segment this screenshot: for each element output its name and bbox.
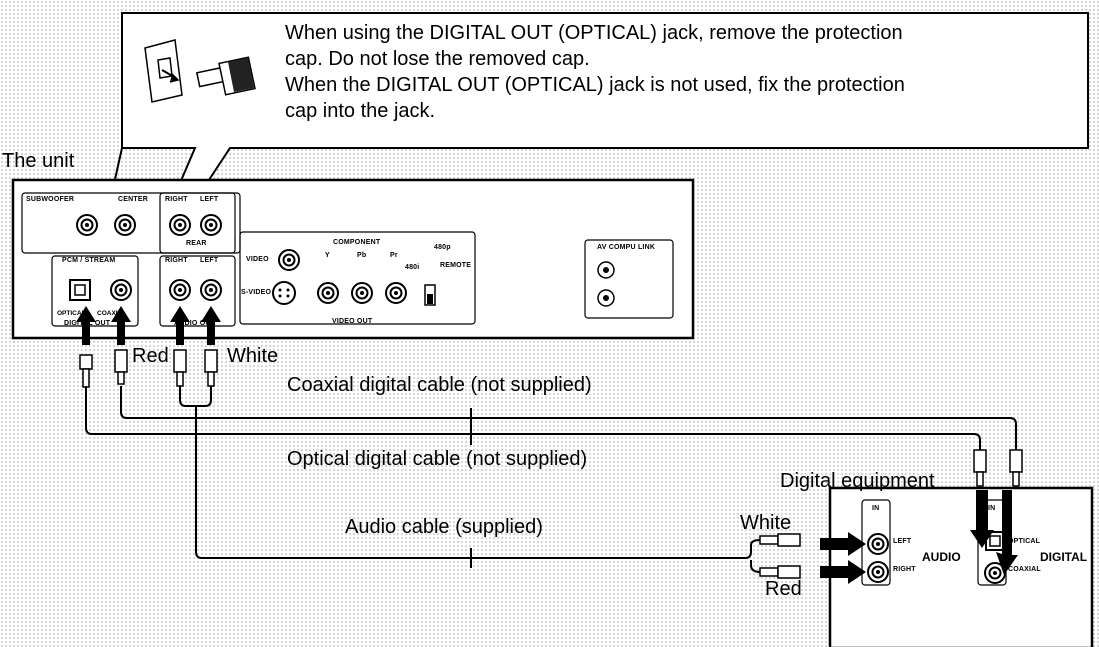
- equipment-connection-arrows: [820, 490, 1018, 584]
- protection-cap-illustration: [144, 39, 256, 103]
- callout-box: [87, 12, 1089, 301]
- red-label: Red: [765, 578, 802, 600]
- in-label: IN: [872, 505, 880, 512]
- left-label: LEFT: [200, 257, 219, 264]
- optical-cable-label: Optical digital cable (not supplied): [287, 448, 588, 470]
- digital-out-label: DIGITAL OUT: [64, 320, 111, 327]
- unit-connection-arrows: [76, 306, 221, 345]
- red-label: Red: [132, 345, 169, 367]
- s-video-label: S-VIDEO: [241, 289, 272, 296]
- coaxial-label: COAXIAL: [1008, 566, 1041, 573]
- 480p-label: 480p: [434, 244, 451, 251]
- right-label: RIGHT: [893, 566, 916, 573]
- optical-label: OPTICAL: [57, 310, 86, 317]
- unit-rear-panel: [11, 178, 695, 340]
- audio-label: AUDIO: [922, 550, 961, 564]
- digital-label: DIGITAL: [1040, 550, 1088, 564]
- center-label: CENTER: [118, 196, 148, 203]
- white-label: White: [227, 345, 279, 367]
- callout-line: cap. Do not lose the removed cap.: [285, 48, 590, 70]
- video-out-label: VIDEO OUT: [332, 318, 373, 325]
- subwoofer-label: SUBWOOFER: [26, 196, 75, 203]
- callout-line: cap into the jack.: [285, 100, 436, 122]
- callout-line: When the DIGITAL OUT (OPTICAL) jack is n…: [285, 74, 905, 96]
- audio-out-label: AUDIO OUT: [174, 320, 216, 327]
- 480i-label: 480i: [405, 264, 420, 271]
- pcm-stream-label: PCM / STREAM: [62, 257, 116, 264]
- audio-cable-label: Audio cable (supplied): [345, 516, 543, 538]
- right-label: RIGHT: [165, 196, 188, 203]
- rear-label: REAR: [186, 240, 207, 247]
- callout-line: When using the DIGITAL OUT (OPTICAL) jac…: [285, 22, 903, 44]
- digital-equipment-title: Digital equipment: [780, 470, 935, 492]
- optical-label: OPTICAL: [1008, 538, 1041, 545]
- right-label: RIGHT: [165, 257, 188, 264]
- unit-plugs: [79, 349, 218, 388]
- remote-label: REMOTE: [440, 262, 472, 269]
- white-label: White: [740, 512, 792, 534]
- equipment-plugs: [759, 449, 1023, 579]
- pr-label: Pr: [390, 252, 398, 259]
- coaxial-cable-label: Coaxial digital cable (not supplied): [287, 374, 592, 396]
- callout-text: When using the DIGITAL OUT (OPTICAL) jac…: [285, 20, 1080, 124]
- pb-label: Pb: [357, 252, 367, 259]
- cables: [85, 386, 1017, 573]
- digital-equipment-box: [828, 486, 1094, 647]
- in-label: IN: [988, 505, 996, 512]
- av-compu-link-label: AV COMPU LINK: [597, 244, 656, 251]
- video-label: VIDEO: [246, 256, 269, 263]
- coaxial-label: COAXIAL: [97, 310, 127, 317]
- y-label: Y: [325, 252, 330, 259]
- unit-title: The unit: [2, 150, 75, 172]
- component-label: COMPONENT: [333, 239, 381, 246]
- left-label: LEFT: [200, 196, 219, 203]
- left-label: LEFT: [893, 538, 912, 545]
